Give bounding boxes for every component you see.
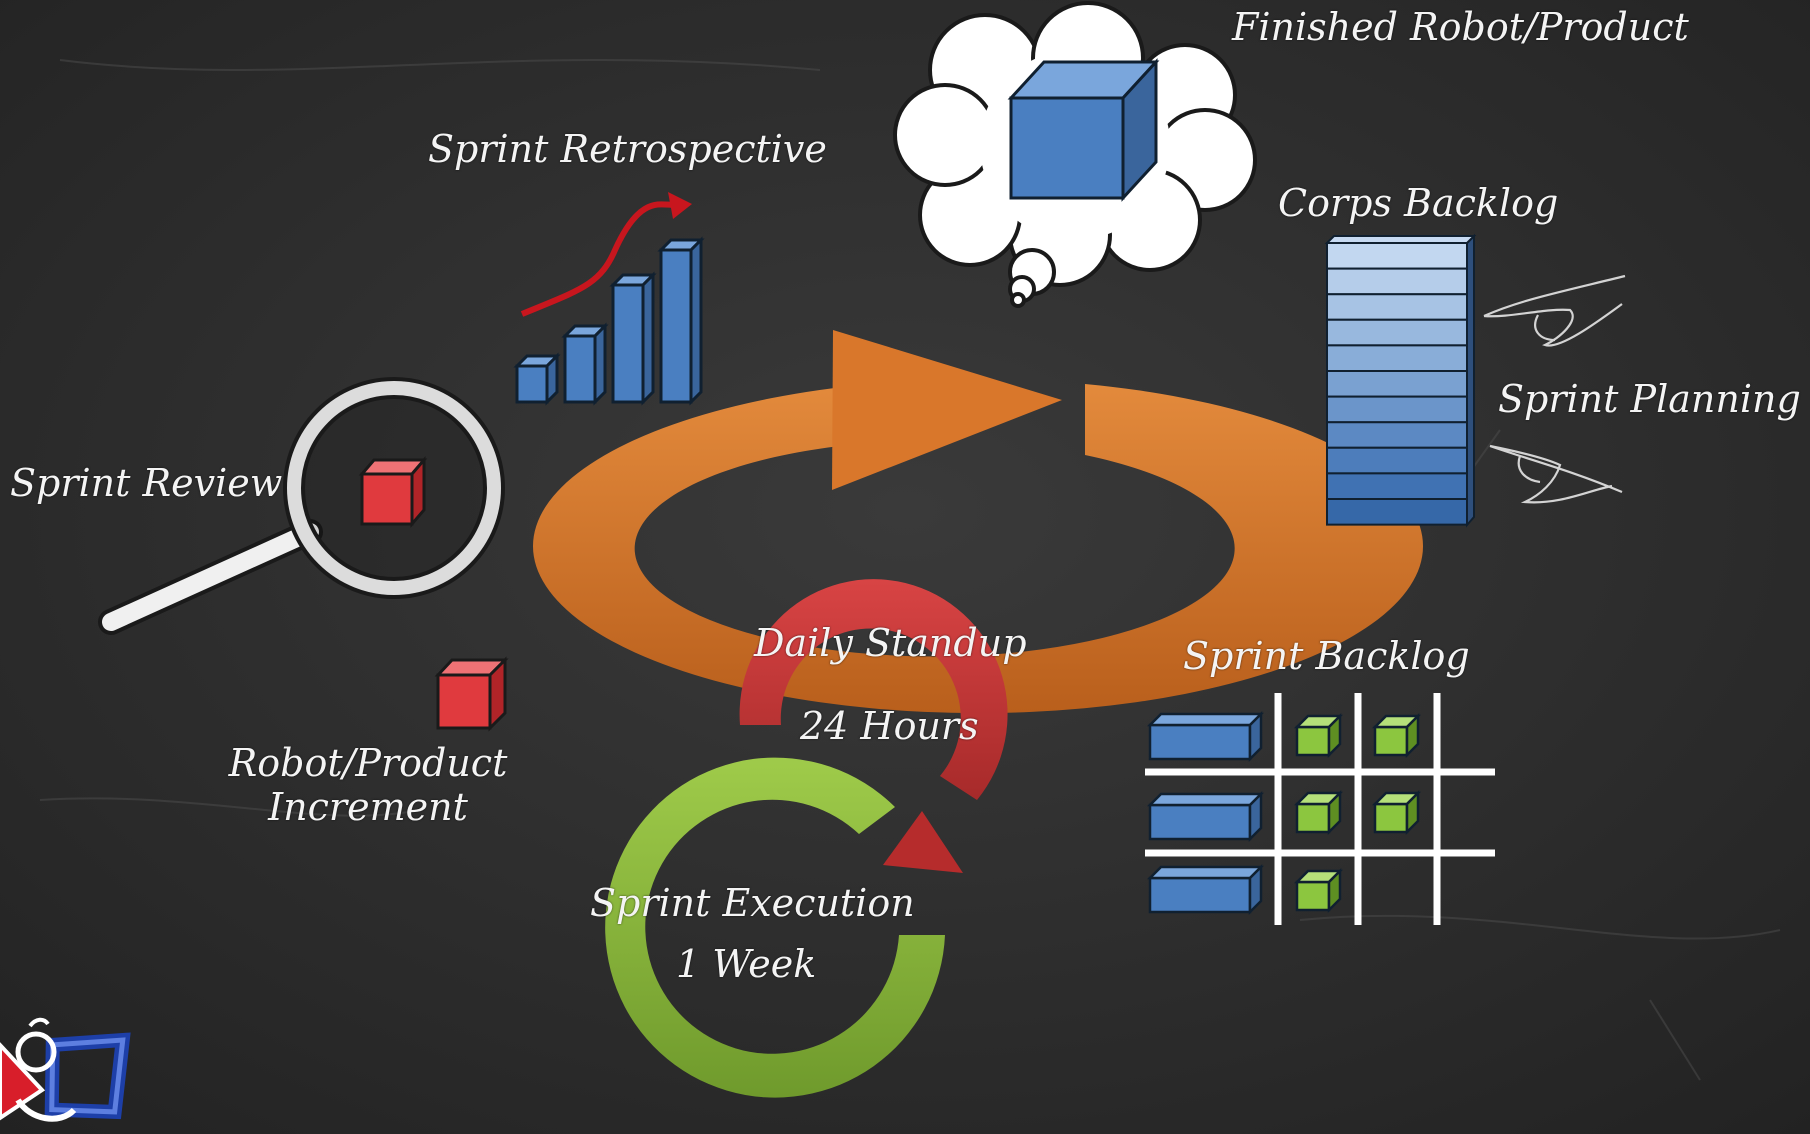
label-sprint-retrospective: Sprint Retrospective (428, 127, 827, 171)
backlog-row (1326, 472, 1468, 500)
finished-product-cube (1007, 58, 1160, 202)
main-sprint-cycle (533, 330, 1424, 714)
task-bar-blue-side (1248, 790, 1263, 843)
task-cube-green-side (1405, 712, 1420, 759)
backlog-row (1326, 242, 1468, 270)
main-cycle-arrowhead (832, 330, 1062, 490)
backlog-row (1326, 446, 1468, 475)
stacked-backlog-icon (1324, 233, 1477, 528)
standup-arc (739, 579, 1008, 800)
label-increment-line2: Increment (268, 784, 468, 829)
task-cube-green (1295, 880, 1331, 912)
label-execution-duration: 1 Week (676, 942, 817, 986)
backlog-row (1326, 498, 1468, 526)
task-board-grid (1145, 693, 1495, 925)
backlog-row (1326, 395, 1468, 424)
increment-cube (434, 656, 509, 732)
backlog-row (1326, 267, 1468, 296)
task-bar-blue (1148, 803, 1252, 841)
pointing-hand-icon (1483, 274, 1626, 504)
task-bar-blue-top (1146, 865, 1265, 880)
task-bar-blue-top (1146, 712, 1265, 727)
label-daily-standup: Daily Standup (754, 621, 1027, 665)
task-cube-green-side (1327, 867, 1342, 914)
task-bar-blue (1148, 876, 1252, 914)
review-cube (358, 455, 428, 529)
backlog-row (1326, 344, 1468, 372)
label-finished-product: Finished Robot/Product (1232, 5, 1689, 49)
label-sprint-backlog: Sprint Backlog (1183, 634, 1470, 678)
label-corps-backlog: Corps Backlog (1278, 181, 1559, 225)
backlog-row (1326, 421, 1468, 449)
standup-arrowhead (883, 811, 963, 873)
label-standup-duration: 24 Hours (800, 704, 979, 748)
task-bar-blue-top (1146, 792, 1265, 807)
backlog-row (1326, 318, 1468, 347)
task-cube-green-side (1327, 789, 1342, 836)
label-increment-line1: Robot/Product (228, 741, 508, 785)
backlog-row (1326, 370, 1468, 398)
task-cube-green-side (1327, 712, 1342, 759)
task-cube-green (1373, 802, 1409, 834)
task-cube-green (1373, 725, 1409, 757)
chalk-smudges (39, 59, 1781, 1081)
task-bar-blue-side (1248, 863, 1263, 916)
daily-standup-cycle (739, 579, 1008, 873)
label-sprint-execution: Sprint Execution (590, 881, 915, 925)
task-bar-blue-side (1248, 710, 1263, 763)
label-sprint-planning: Sprint Planning (1498, 377, 1801, 421)
task-cube-green (1295, 802, 1331, 834)
thought-cloud-icon (893, 1, 1257, 308)
backlog-row (1326, 293, 1468, 321)
task-cube-green (1295, 725, 1331, 757)
trend-arrow-icon (520, 201, 676, 317)
task-bar-blue (1148, 723, 1252, 761)
task-cube-green-side (1405, 789, 1420, 836)
magnifying-glass-icon (98, 377, 505, 635)
sprint-backlog-board (1145, 693, 1495, 925)
label-sprint-review: Sprint Review (10, 461, 283, 505)
label-increment: Robot/Product Increment (218, 741, 518, 829)
main-cycle-ring (533, 384, 1424, 714)
team-logo-icon (0, 1017, 131, 1122)
bar-chart-icon (513, 192, 705, 406)
